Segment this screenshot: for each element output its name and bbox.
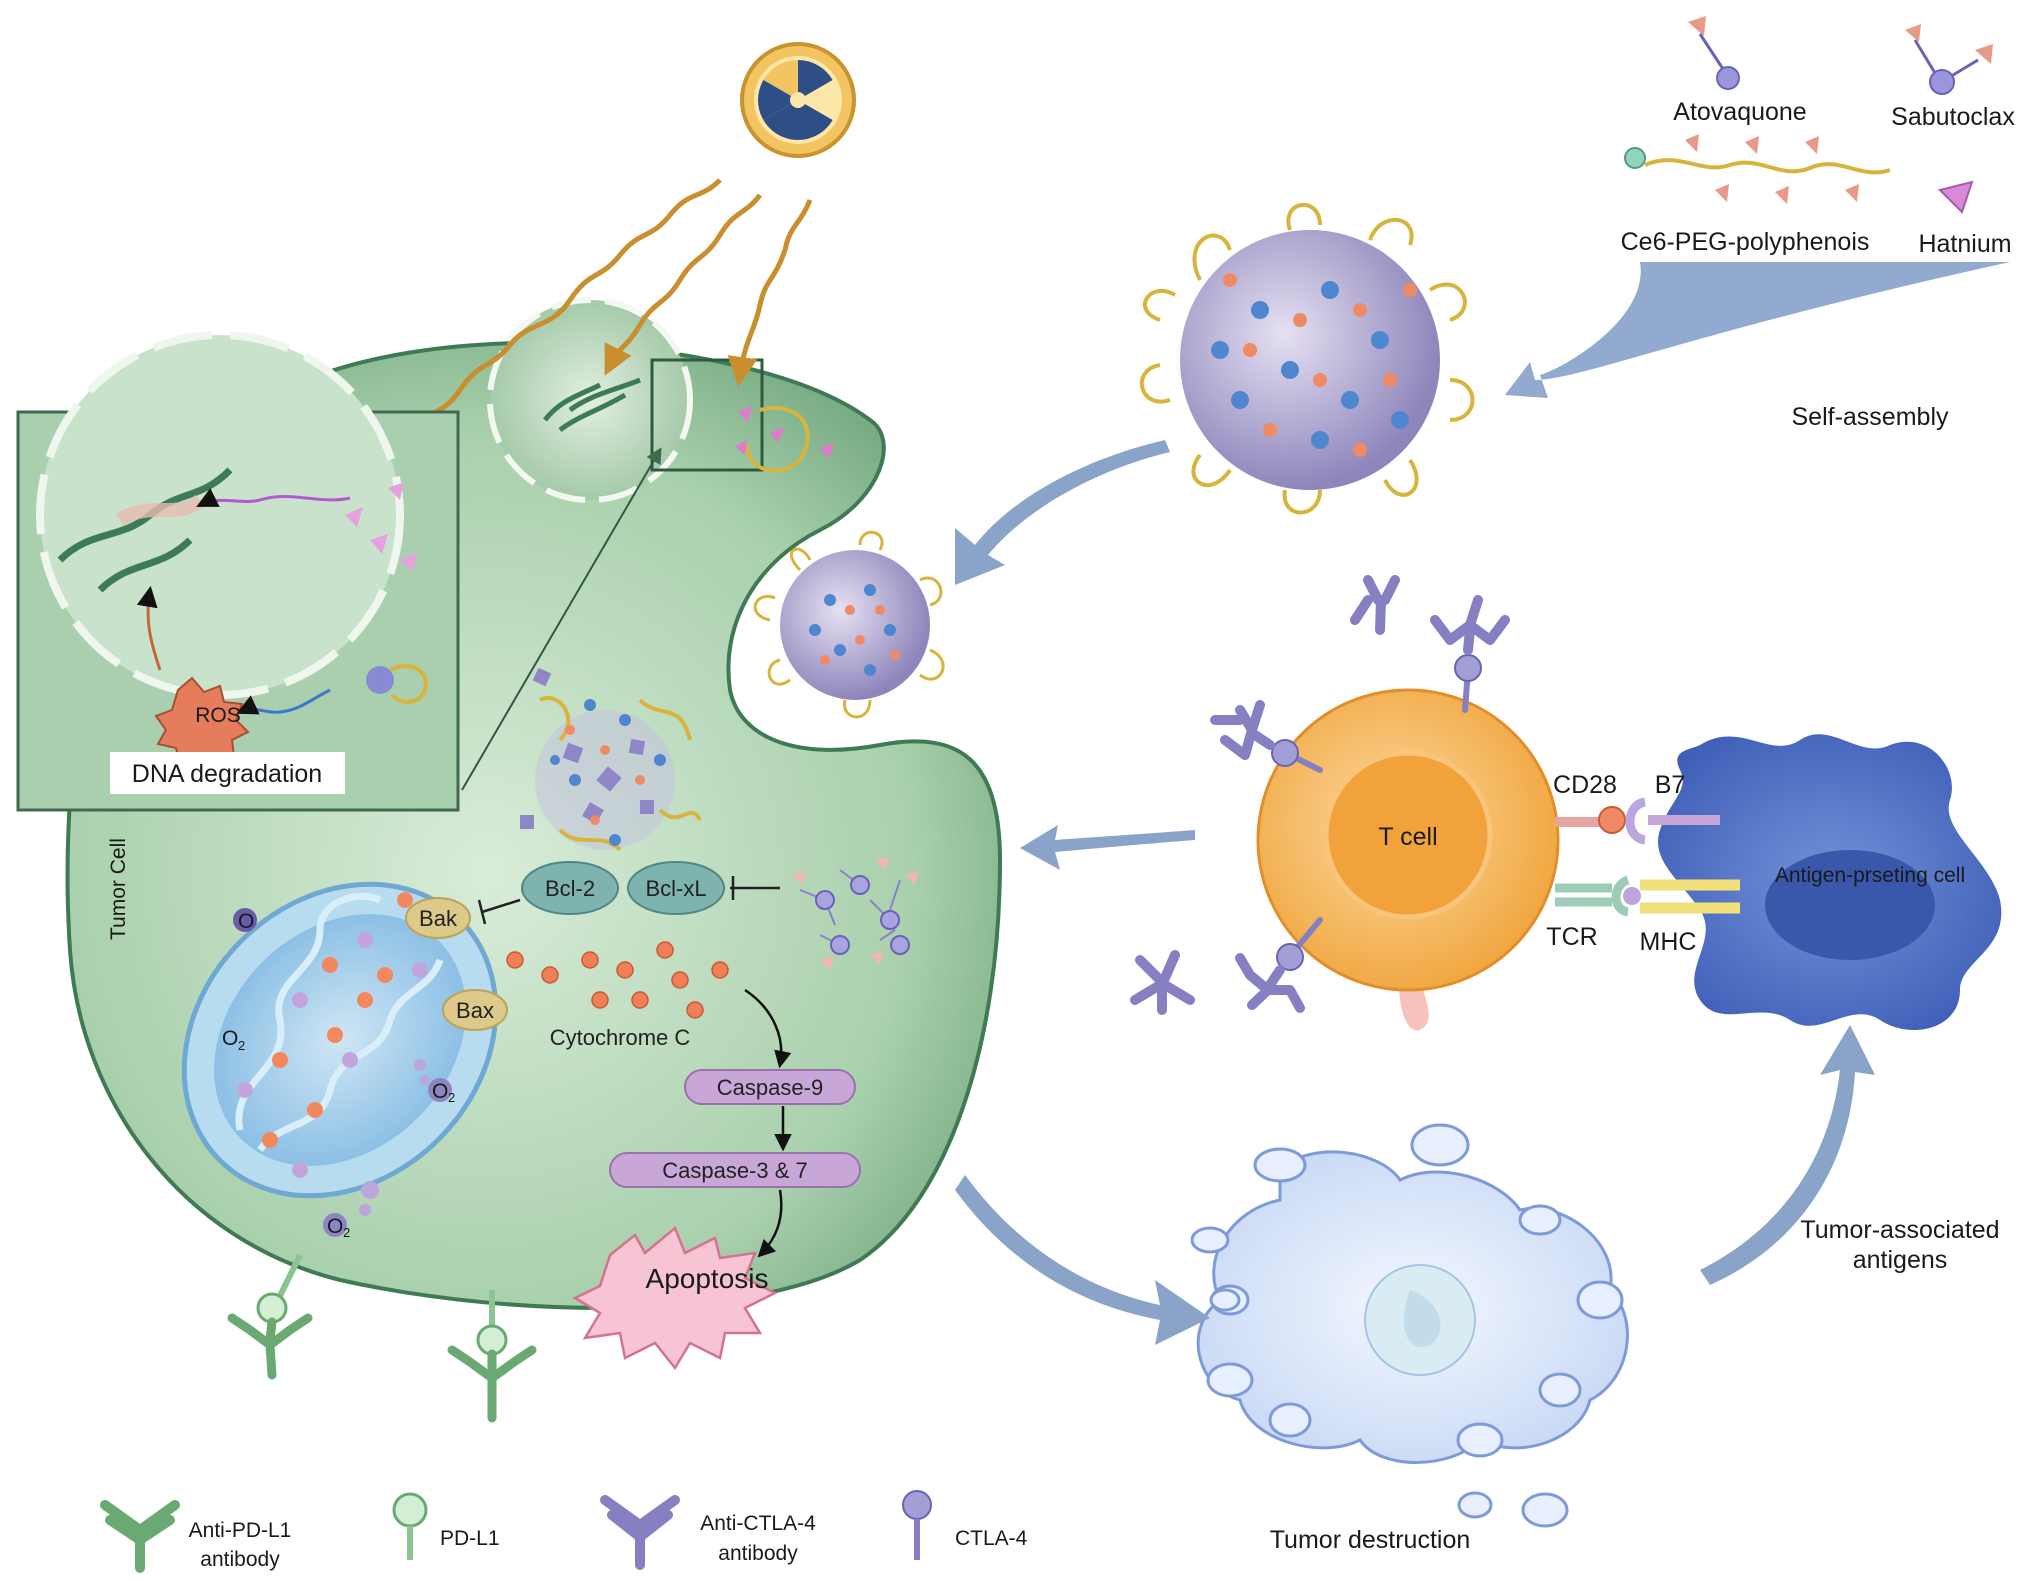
oxygen-labels: O O 2 O 2 O 2 (222, 908, 455, 1240)
self-assembly-label: Self-assembly (1792, 403, 1949, 431)
cytochrome-c-dots (506, 941, 729, 1019)
ctla4-antibodies (1130, 575, 1510, 1015)
atovaquone-label: Atovaquone (1673, 98, 1806, 126)
tcell-to-tumor-arrow (1020, 825, 1195, 870)
svg-text:2: 2 (343, 1225, 350, 1240)
apc-label: Antigen-prseting cell (1775, 864, 1965, 887)
ce6-label: Ce6-PEG-polyphenois (1621, 228, 1870, 256)
legend-ctla4-icon (902, 1490, 932, 1560)
legend-anti-ctla4-label-1: Anti-CTLA-4 (700, 1512, 816, 1535)
svg-text:O: O (327, 1215, 343, 1238)
svg-text:2: 2 (448, 1090, 455, 1105)
legend-anti-pdl1-label-1: Anti-PD-L1 (189, 1519, 292, 1542)
mitochondrion (181, 881, 499, 1199)
mhc-label: MHC (1640, 928, 1697, 956)
sabutoclax-icon (1905, 24, 1993, 95)
svg-text:Bcl-2: Bcl-2 (545, 876, 595, 901)
released-drug-molecules (792, 856, 919, 970)
antigen-presenting-cell: Antigen-prseting cell (1658, 734, 2002, 1030)
hafnium-particles-top (735, 406, 834, 458)
tumor-antigens-label-1: Tumor-associated (1800, 1216, 1999, 1244)
destroyed-tumor (1190, 1123, 1629, 1528)
radiation-icon (740, 42, 856, 158)
bax-oval (442, 989, 508, 1031)
svg-text:Bcl-xL: Bcl-xL (645, 876, 706, 901)
tcr-mhc-interaction (1555, 875, 1740, 917)
nucleus (487, 297, 693, 503)
atovaquone-icon (1688, 16, 1740, 90)
svg-text:Apoptosis: Apoptosis (646, 1263, 769, 1294)
disassembled-nanoparticle (520, 667, 702, 852)
legend-anti-ctla4-label-2: antibody (718, 1542, 798, 1565)
tcr-label: TCR (1546, 923, 1597, 951)
apoptosis-burst: Apoptosis (572, 1225, 778, 1371)
legend-anti-ctla4-icon (600, 1495, 680, 1570)
cd28-b7-interaction (1555, 797, 1720, 845)
svg-text:O: O (432, 1080, 448, 1103)
caspase37-pill: Caspase-3 & 7 (609, 1152, 861, 1188)
dna-degradation-label: DNA degradation (132, 760, 322, 788)
cytochrome-c-label: Cytochrome C (550, 1025, 691, 1050)
svg-text:Caspase-3 & 7: Caspase-3 & 7 (662, 1158, 808, 1183)
svg-text:O: O (238, 910, 254, 933)
radiation-rays (393, 178, 813, 450)
b7-label: B7 (1655, 771, 1686, 799)
bak-label: Bak (419, 906, 458, 931)
svg-text:2: 2 (238, 1038, 245, 1053)
sabutoclax-label: Sabutoclax (1891, 103, 2015, 131)
tumor-cell-label: Tumor Cell (107, 838, 130, 940)
svg-text:Caspase-9: Caspase-9 (717, 1075, 823, 1100)
cd28-label: CD28 (1553, 771, 1617, 799)
legend-pdl1-icon (392, 1492, 428, 1560)
pdl1-antibody-complex-2 (447, 1290, 537, 1423)
zoom-box (650, 358, 764, 472)
bak-oval (405, 897, 471, 939)
legend-pdl1-label: PD-L1 (440, 1527, 500, 1550)
hatnium-icon (1938, 180, 1974, 214)
dna-degradation-inset: ROS DNA degradation (16, 331, 460, 812)
dna-degradation-label-box (110, 752, 345, 794)
nanoparticle-large (1140, 202, 1475, 515)
legend-anti-pdl1-label-2: antibody (200, 1548, 280, 1571)
np-transport-arrow (955, 440, 1170, 585)
ce6-peg-polyphenol-icon (1624, 134, 1891, 204)
pdl1-antibody-complex-1 (227, 1253, 313, 1380)
nanoparticle-small (753, 530, 945, 719)
tumor-destruction-label: Tumor destruction (1270, 1526, 1471, 1554)
tumor-to-destruction-arrow (955, 1175, 1210, 1345)
bax-label: Bax (456, 998, 494, 1023)
antigen-arrow (1700, 1025, 1875, 1285)
hatnium-label: Hatnium (1918, 230, 2011, 258)
legend-ctla4-label: CTLA-4 (955, 1527, 1028, 1550)
self-assembly-arrow (1505, 262, 2010, 398)
t-cell-label: T cell (1378, 823, 1437, 851)
legend: Anti-PD-L1 antibody PD-L1 Anti-CTLA-4 an… (100, 1490, 1028, 1573)
bcl2-pill: Bcl-2 (521, 861, 619, 915)
tumor-antigens-label-2: antigens (1853, 1246, 1948, 1274)
inhibition-lines (477, 876, 780, 925)
bclxl-pill: Bcl-xL (627, 861, 725, 915)
t-cell: T cell (1256, 688, 1560, 1031)
legend-anti-pdl1-icon (100, 1500, 180, 1573)
ros-label: ROS (195, 704, 241, 727)
caspase9-pill: Caspase-9 (684, 1069, 856, 1105)
svg-text:O: O (222, 1027, 238, 1050)
